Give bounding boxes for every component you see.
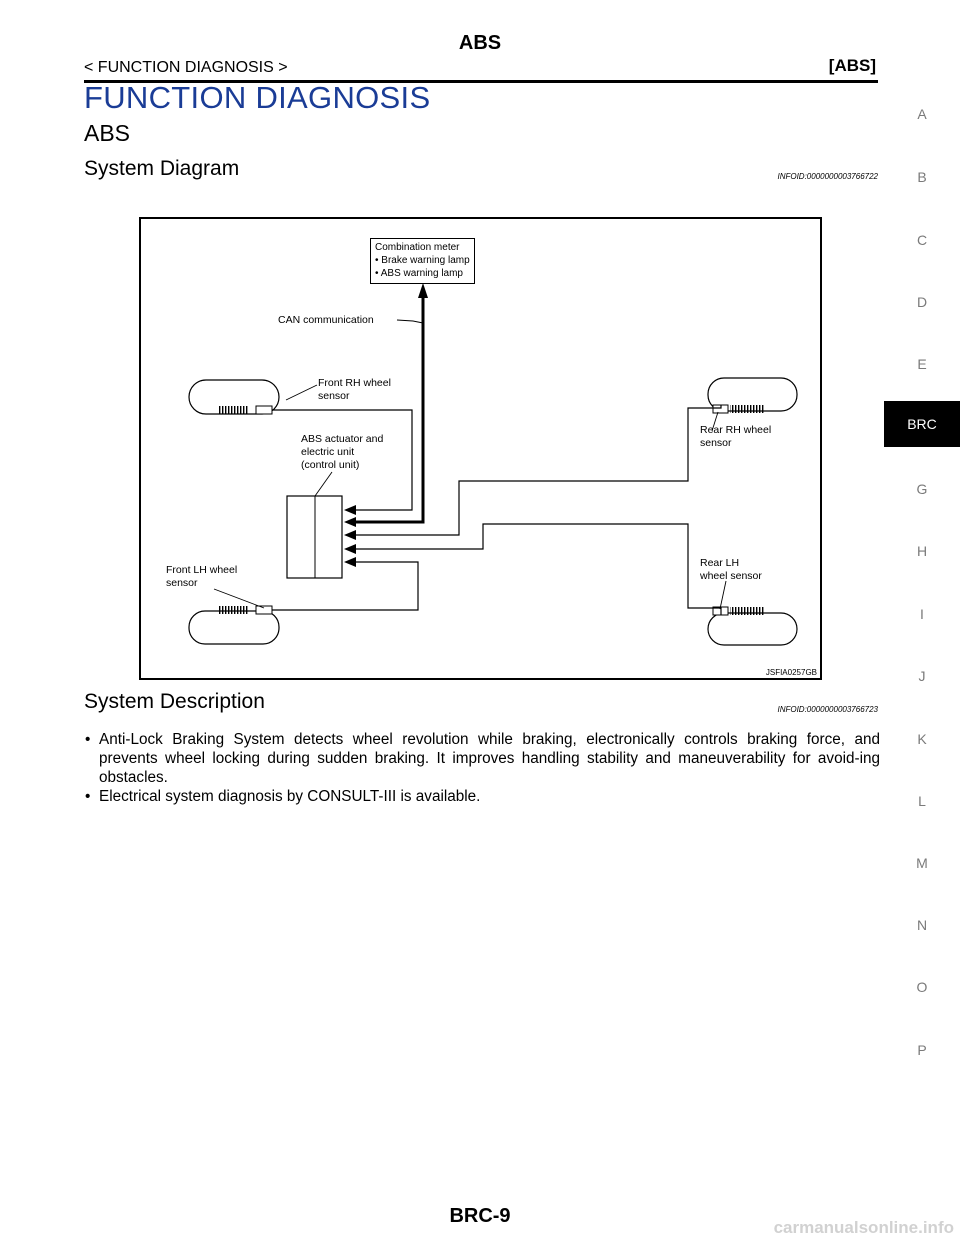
rear-lh-sensor-label-line1: Rear LH <box>700 557 740 569</box>
side-index-tab-b[interactable]: B <box>917 169 927 185</box>
front-rh-sensor-label-line1: Front RH wheel <box>318 377 391 389</box>
figure-id: JSFIA0257GB <box>765 668 817 677</box>
rear-rh-sensor-label-line1: Rear RH wheel <box>700 424 772 436</box>
side-index-tab-d[interactable]: D <box>916 294 928 310</box>
section-breadcrumb: < FUNCTION DIAGNOSIS > <box>84 59 288 76</box>
section-title: ABS <box>84 120 131 146</box>
system-diagram-heading: System Diagram <box>84 157 240 180</box>
section-tag: [ABS] <box>828 56 876 75</box>
brake-warning-lamp-label: • Brake warning lamp <box>375 255 470 266</box>
side-index-tab-m[interactable]: M <box>916 855 928 871</box>
front-lh-sensor-label: Front LH wheel sensor <box>166 564 237 590</box>
front-rh-wheel <box>188 379 280 415</box>
side-index-tab-brc[interactable]: BRC <box>884 401 960 447</box>
side-index-tab-k[interactable]: K <box>917 731 927 747</box>
side-index-tab-l[interactable]: L <box>918 793 926 809</box>
abs-unit-label: ABS actuator and electric unit (control … <box>301 433 383 472</box>
front-lh-sensor-line <box>272 561 419 611</box>
abs-unit-label-line3: (control unit) <box>301 459 360 471</box>
abs-unit-label-line1: ABS actuator and <box>301 433 384 445</box>
system-description-list: Anti-Lock Braking System detects wheel r… <box>84 730 880 806</box>
watermark-text: carmanualsonline.info <box>773 1218 954 1237</box>
front-lh-wheel <box>188 605 280 645</box>
side-index-tab-g[interactable]: G <box>916 481 928 497</box>
side-index-tab-c[interactable]: C <box>916 232 928 248</box>
side-index-tab-h[interactable]: H <box>916 543 928 559</box>
front-rh-sensor-line <box>272 409 413 511</box>
front-rh-sensor-label-line2: sensor <box>318 390 350 402</box>
front-lh-sensor-label-line2: sensor <box>166 577 198 589</box>
side-index-tab-a[interactable]: A <box>917 106 927 122</box>
diagram-lines <box>188 283 798 646</box>
page-number: BRC-9 <box>449 1205 511 1227</box>
header-rule <box>84 80 878 83</box>
list-item: Electrical system diagnosis by CONSULT-I… <box>84 787 880 806</box>
system-description-heading: System Description <box>84 690 265 713</box>
front-lh-sensor-label-line1: Front LH wheel <box>166 564 238 576</box>
side-index-tab-e[interactable]: E <box>917 356 927 372</box>
rear-rh-sensor-line <box>351 405 722 536</box>
side-index-tab-o[interactable]: O <box>916 979 928 995</box>
can-communication-line <box>351 290 425 524</box>
side-index-tab-j[interactable]: J <box>918 668 926 684</box>
can-communication-label: CAN communication <box>278 314 374 326</box>
rear-rh-sensor-label: Rear RH wheel sensor <box>700 424 771 450</box>
abs-warning-lamp-label: • ABS warning lamp <box>375 268 463 279</box>
list-item: Anti-Lock Braking System detects wheel r… <box>84 730 880 787</box>
page-header-title: ABS <box>458 32 502 54</box>
rear-rh-wheel <box>707 377 798 414</box>
abs-unit-label-line2: electric unit <box>301 446 355 458</box>
system-description-infoid: INFOID:0000000003766723 <box>777 705 878 714</box>
system-diagram-infoid: INFOID:0000000003766722 <box>777 172 878 181</box>
rear-lh-wheel <box>707 606 798 646</box>
system-diagram-figure: Combination meter • Brake warning lamp •… <box>139 217 822 680</box>
side-index-tab-i[interactable]: I <box>920 606 924 622</box>
rear-lh-sensor-label: Rear LH wheel sensor <box>700 557 762 583</box>
front-rh-sensor-label: Front RH wheel sensor <box>318 377 391 403</box>
page-title: FUNCTION DIAGNOSIS <box>84 80 431 115</box>
rear-rh-sensor-label-line2: sensor <box>700 437 732 449</box>
side-index-tab-n[interactable]: N <box>916 917 928 933</box>
combination-meter-box: Combination meter • Brake warning lamp •… <box>370 238 475 284</box>
side-index-tab-p[interactable]: P <box>917 1042 927 1058</box>
rear-lh-sensor-label-line2: wheel sensor <box>700 570 762 582</box>
combination-meter-label: Combination meter <box>375 242 460 253</box>
rear-lh-sensor-line <box>351 523 722 615</box>
